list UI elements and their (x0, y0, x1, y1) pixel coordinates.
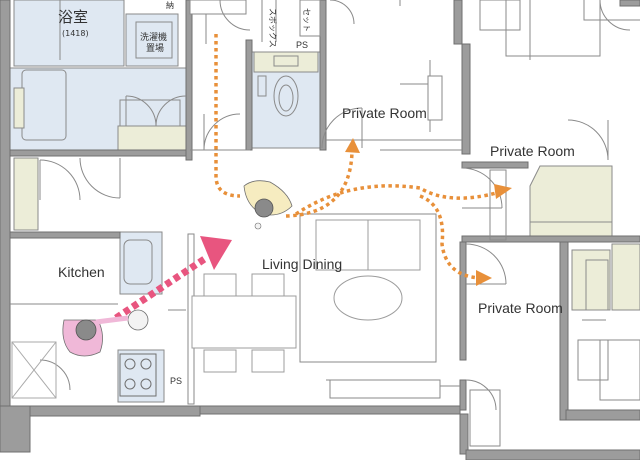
flow-path-room3 (419, 194, 481, 280)
private-room-2-label: Private Room (490, 143, 575, 159)
flow-path-room2 (295, 184, 501, 216)
balcony-hatch (11, 341, 57, 399)
sofa-icon (315, 219, 421, 321)
arrowhead-room1 (345, 138, 360, 153)
living-dining-label: Living Dining (262, 256, 342, 272)
person-corridor-icon (243, 180, 293, 230)
toilet-icon (257, 55, 299, 117)
washer-icon (135, 21, 173, 59)
sink-icon (123, 239, 153, 285)
arrowhead-room2 (494, 184, 512, 199)
storage-label: 納 (166, 0, 174, 10)
spbox-label-b: セット (302, 8, 311, 32)
bathroom-area (13, 0, 125, 67)
arrow-heads (345, 138, 512, 286)
kitchen-arrowhead (200, 236, 232, 270)
kitchen-view-arrow (114, 236, 232, 321)
ps-kitchen-label: PS (170, 376, 182, 386)
bathroom-size-label: (1418) (62, 29, 89, 38)
kitchen-label: Kitchen (58, 264, 105, 280)
bathtub-icon (13, 69, 181, 141)
private-room-1-label: Private Room (342, 105, 427, 121)
washer-area (125, 13, 179, 67)
ps-top-label: PS (296, 40, 308, 50)
private-room-3-label: Private Room (478, 300, 563, 316)
bathroom-label: 浴室 (58, 8, 88, 26)
spbox-label-a: スボックス (268, 8, 277, 48)
storage-areas (13, 51, 640, 311)
partitions (10, 0, 640, 447)
labels: 浴室 (1418) 洗濯機 置場 納 スボックス セット PS PS Kitch… (58, 0, 575, 386)
washer-area-label-2: 置場 (146, 42, 164, 54)
dining-table-icon (191, 273, 297, 373)
flow-path-room1 (285, 151, 354, 218)
arrowhead-room3 (476, 270, 492, 286)
bed-icon (479, 0, 640, 401)
circulation-arrows (214, 34, 501, 280)
kitchen-stove-counter (117, 349, 165, 403)
stove-icon (119, 353, 157, 397)
person-kitchen-icon (62, 309, 149, 357)
washer-area-label-1: 洗濯機 (140, 31, 167, 43)
door-swings (39, 0, 631, 411)
flow-path-vertical (214, 34, 241, 198)
